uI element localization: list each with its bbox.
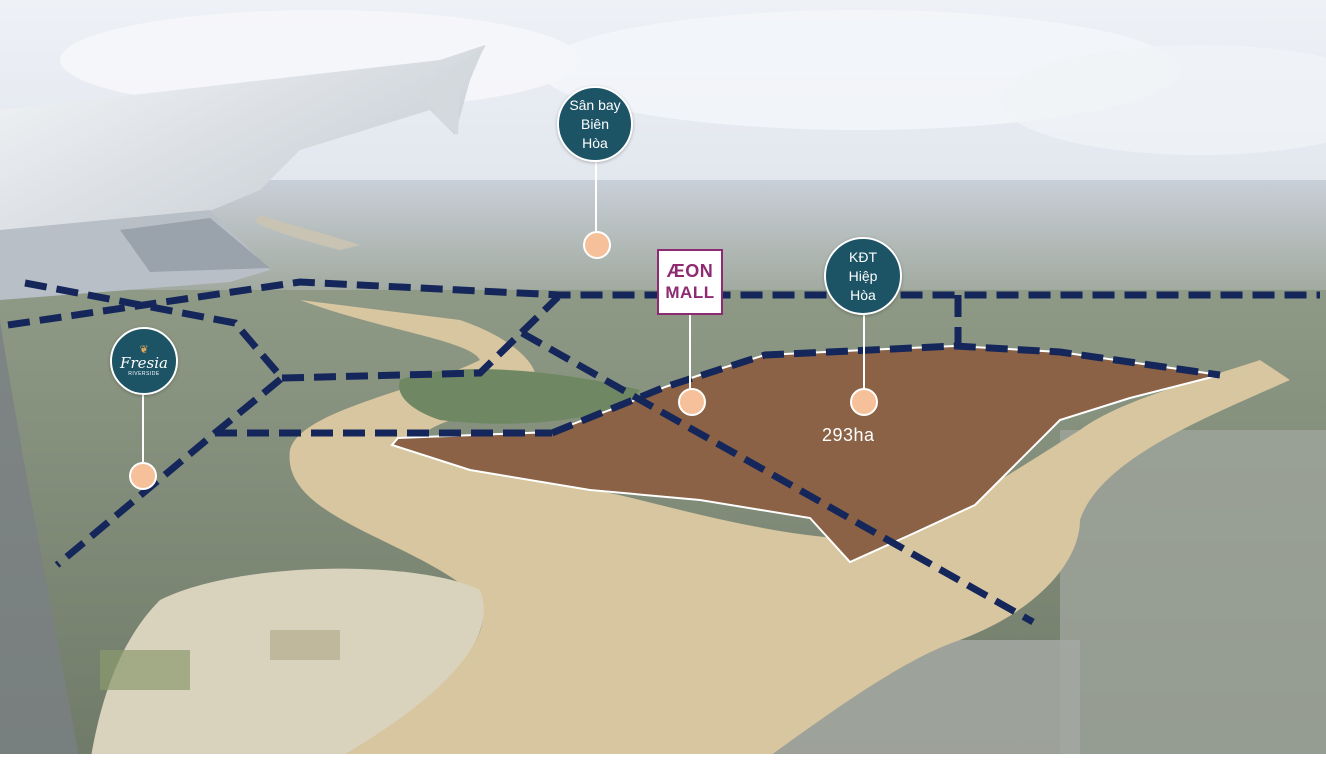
wing-fairing [120, 218, 270, 272]
road-network [7, 278, 1320, 626]
kdt-dot [850, 388, 878, 416]
river-upper [255, 215, 360, 250]
kdt-label-line-2: Hiệp [848, 267, 878, 284]
fresia-brand: Fresia [120, 354, 168, 372]
island [399, 369, 640, 424]
aeon-dot [678, 388, 706, 416]
kdt-label-line-3: Hòa [850, 286, 876, 303]
road [281, 294, 561, 382]
kdt-hiep-hoa-badge[interactable]: KĐT Hiệp Hòa [824, 237, 902, 315]
bottom-border [0, 754, 1326, 763]
field [270, 630, 340, 660]
kdt-label-line-1: KĐT [849, 248, 877, 265]
road [520, 329, 1035, 626]
aeon-label-line-1: ÆON [666, 261, 714, 281]
leaf-icon: ❦ [139, 343, 149, 356]
aeon-mall-logo[interactable]: ÆON MALL [657, 249, 723, 315]
winglet [420, 45, 486, 135]
road [24, 279, 287, 568]
airport-label-line-3: Hòa [582, 134, 608, 151]
road [7, 278, 1320, 329]
parcel-boundary [550, 342, 1221, 437]
airport-badge[interactable]: Sân bay Biên Hòa [557, 86, 633, 162]
river [289, 300, 1290, 763]
window-frame [0, 320, 80, 763]
fresia-sub: RIVERSIDE [128, 371, 160, 377]
fresia-dot [129, 462, 157, 490]
airport-dot [583, 231, 611, 259]
airport-label-line-2: Biên [580, 115, 610, 132]
fresia-riverside-badge[interactable]: ❦ Fresia RIVERSIDE [110, 327, 178, 395]
city-blocks [1060, 430, 1326, 763]
area-label: 293ha [822, 425, 875, 445]
pin-dots [129, 231, 878, 490]
cloud [1000, 45, 1326, 155]
field [100, 650, 190, 690]
sand-flats [90, 568, 484, 763]
aeon-label-line-2: MALL [665, 283, 715, 302]
pin-stems [142, 160, 865, 465]
airport-label-line-1: Sân bay [569, 96, 621, 113]
